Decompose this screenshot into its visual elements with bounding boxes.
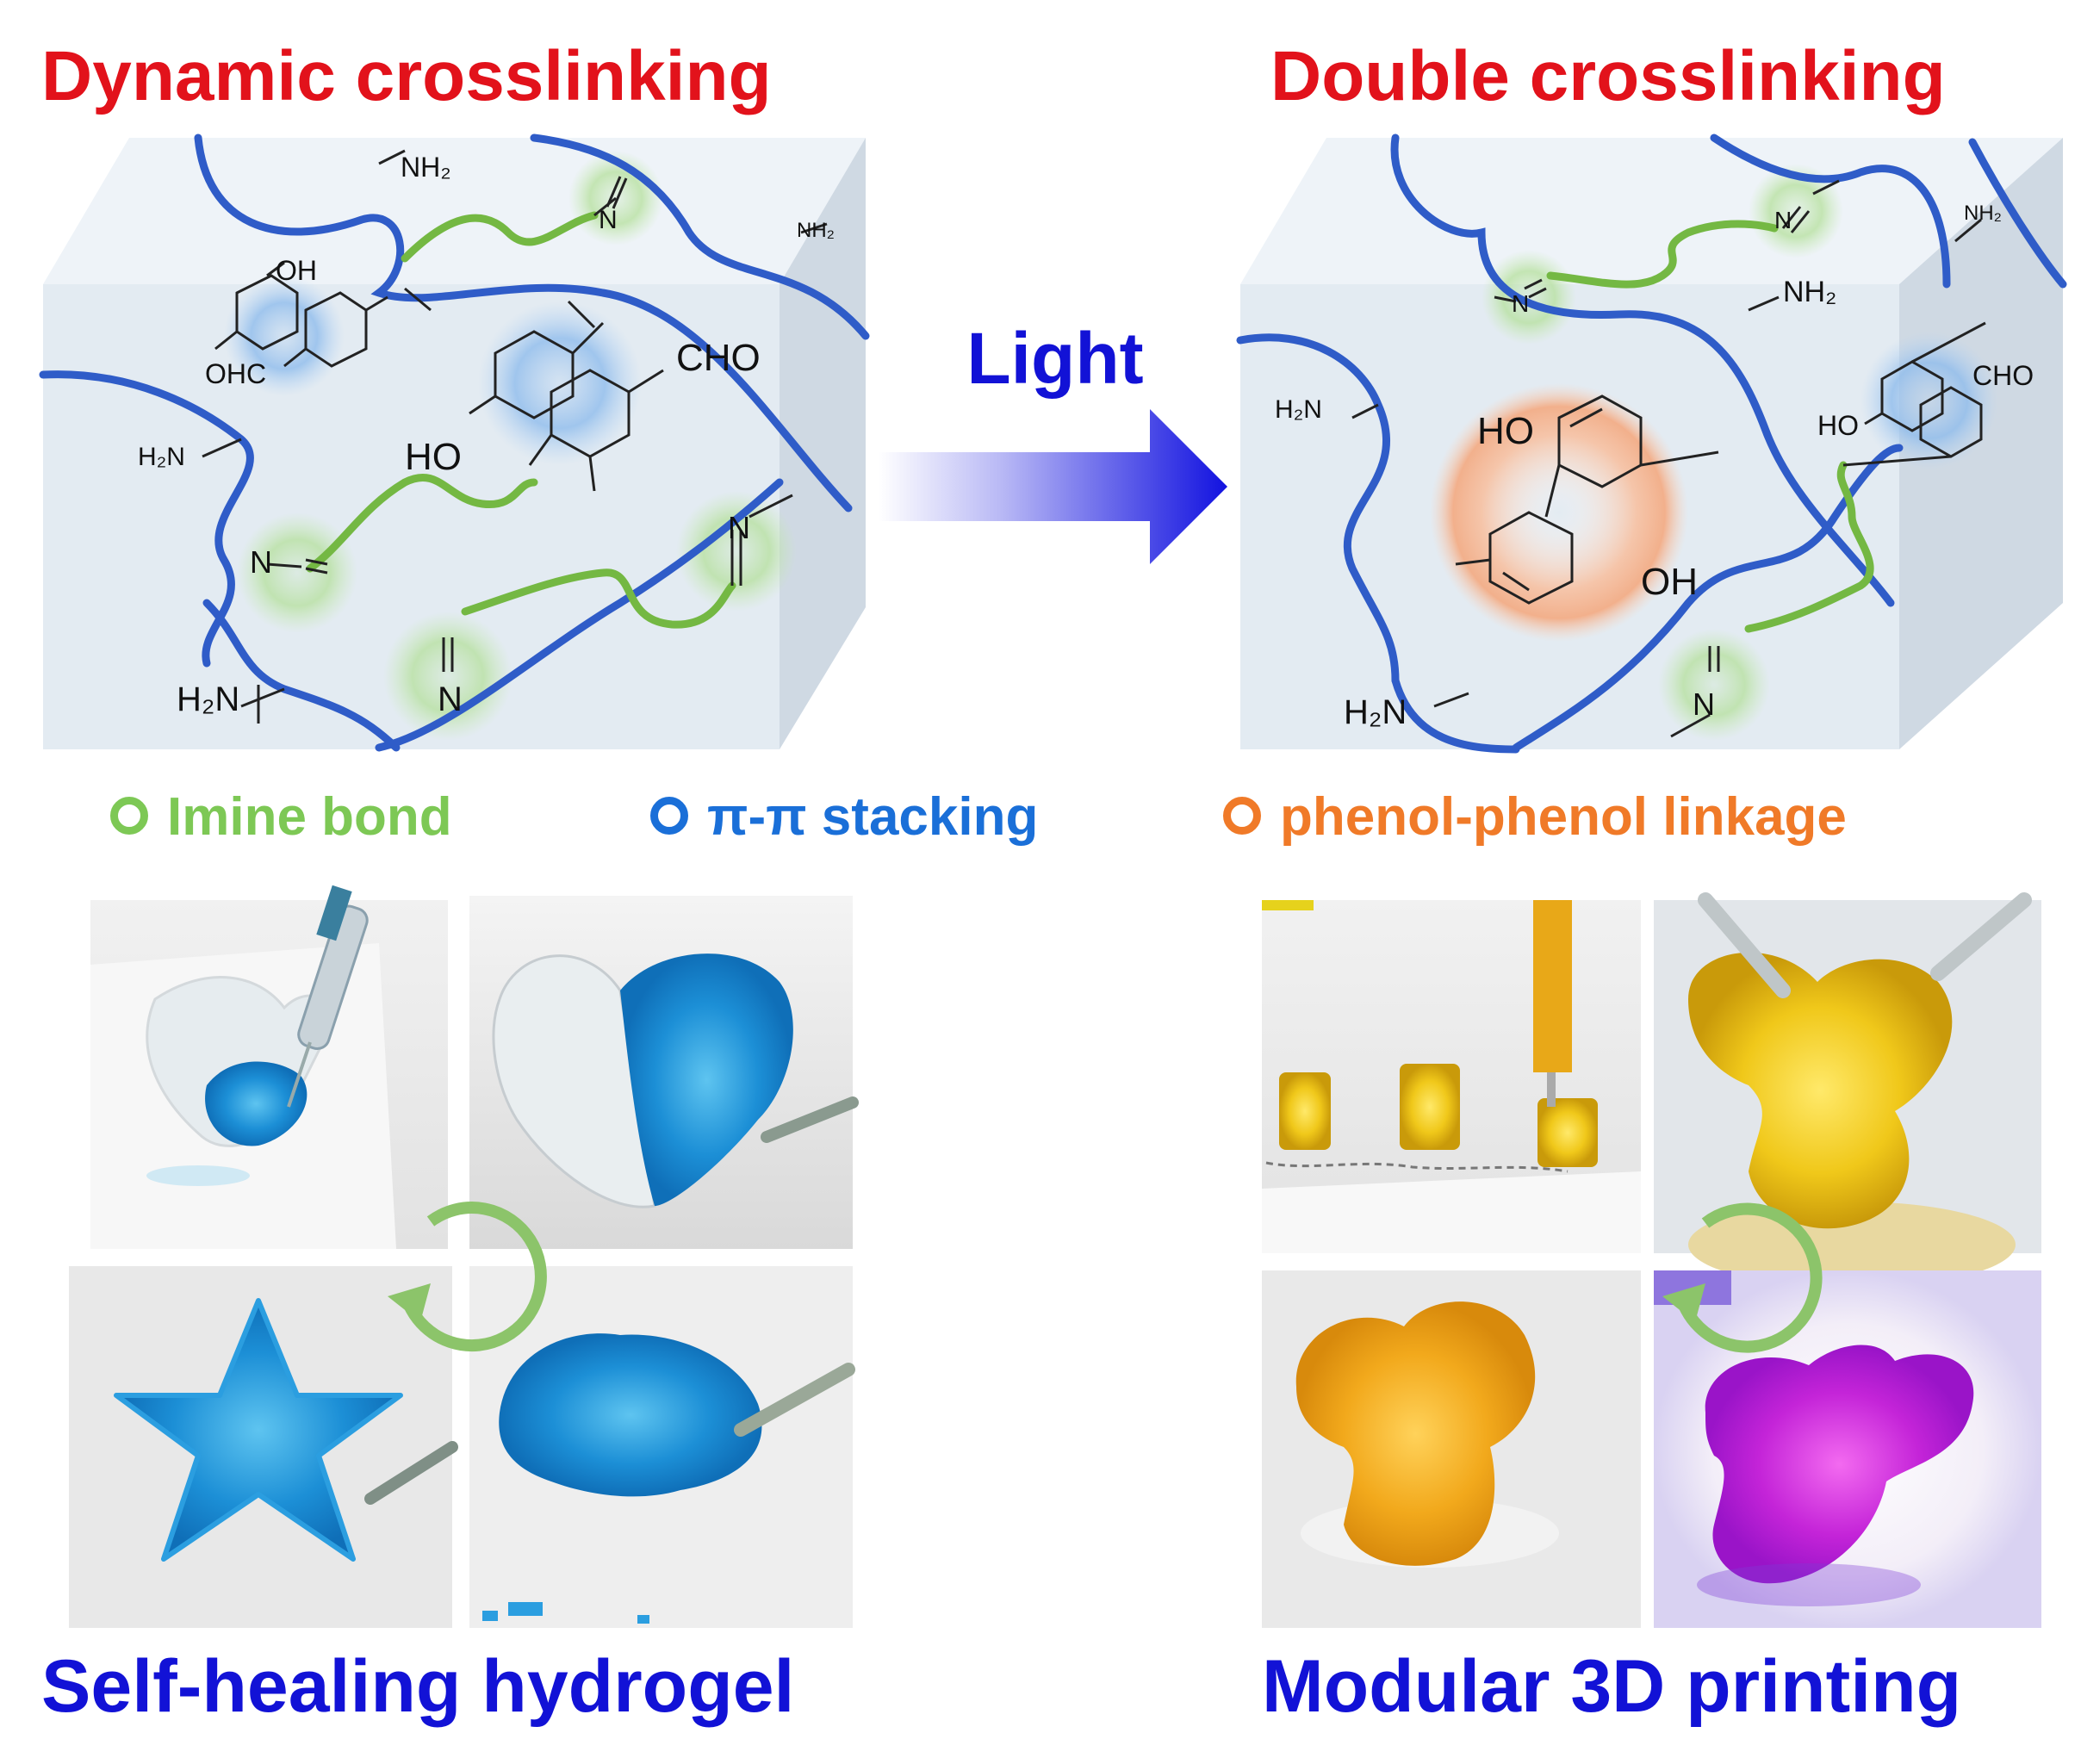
photo-blob-gel: [469, 1266, 855, 1628]
double-crosslinking-cube: N N NH₂ NH₂ H₂N HO OH CHO HO N H₂N: [1236, 134, 2067, 754]
label-oh: OH: [276, 255, 317, 286]
photo-heart-healed: [469, 896, 859, 1249]
label-n: N: [438, 680, 463, 718]
label-ho: HO: [1477, 410, 1534, 452]
phenol-linkage-halo: [1430, 383, 1688, 642]
label-ho: HO: [1817, 410, 1859, 441]
imine-linker: [461, 568, 736, 629]
label-ohc: OHC: [205, 358, 266, 389]
label-h2n: H₂N: [1344, 693, 1407, 731]
polymer-chain: [1236, 333, 1400, 685]
polymer-chain: [39, 370, 254, 668]
imine-linker: [1546, 220, 1779, 289]
imine-linker: [1744, 461, 1874, 633]
cycle-arrow-icon: [1662, 1202, 1823, 1353]
photo-heart-healing: [90, 885, 448, 1249]
pi-stacking-halo: [478, 301, 642, 465]
blue-ring-icon: [650, 796, 688, 835]
legend-imine-bond: Imine bond: [110, 791, 452, 844]
title-dynamic-crosslinking: Dynamic crosslinking: [41, 37, 772, 115]
photo-printed-bear-purple: [1654, 1270, 2041, 1628]
label-n: N: [1512, 290, 1529, 317]
printing-photo-grid: [1262, 892, 2041, 1628]
polymer-chain: [194, 134, 853, 512]
polymer-chain: [1390, 134, 1895, 607]
label-h2n: H₂N: [177, 680, 239, 718]
imine-halo: [383, 612, 512, 741]
photo-printed-bear-yellow: [1654, 892, 2041, 1288]
label-h2n: H₂N: [138, 443, 185, 471]
label-h2n: H₂N: [1275, 395, 1322, 424]
label-n: N: [1693, 686, 1715, 722]
label-n: N: [728, 510, 750, 545]
photo-printed-bear-orange: [1262, 1270, 1641, 1628]
label-n: N: [1774, 207, 1792, 233]
polymer-chain: [375, 478, 784, 752]
polymer-chain: [1512, 444, 1904, 752]
polymer-chain: [1391, 676, 1520, 754]
light-arrow: Light: [879, 318, 1227, 564]
label-nh2: NH₂: [1964, 202, 2002, 225]
label-nh2: NH₂: [797, 219, 835, 242]
legend-label: phenol-phenol linkage: [1280, 787, 1847, 847]
label-nh2: NH₂: [401, 152, 451, 183]
imine-halo: [1658, 629, 1770, 741]
title-self-healing-hydrogel: Self-healing hydrogel: [41, 1645, 795, 1728]
orange-ring-icon: [1223, 796, 1261, 835]
photo-star-gel: [69, 1266, 458, 1628]
legend-label: Imine bond: [167, 787, 452, 847]
self-healing-photo-grid: [69, 885, 859, 1628]
green-ring-icon: [110, 796, 148, 835]
label-cho: CHO: [1972, 360, 2034, 391]
arrow-label: Light: [966, 318, 1143, 399]
legend-label: π-π stacking: [707, 787, 1039, 847]
imine-halo: [676, 491, 797, 612]
dynamic-crosslinking-cube: NH₂ NH₂ N OH OHC CHO HO H₂N N N N H₂N: [39, 134, 870, 752]
label-ho: HO: [405, 436, 462, 478]
imine-linker: [401, 211, 599, 263]
cube-left-top-face: [43, 138, 866, 284]
label-nh2: NH₂: [1783, 276, 1836, 308]
polymer-chain: [1710, 134, 1951, 289]
polymer-chain: [530, 134, 870, 340]
label-n: N: [250, 544, 272, 580]
legend-pi-stacking: π-π stacking: [650, 791, 1038, 844]
imine-linker: [306, 474, 538, 573]
photo-printing-columns: [1262, 900, 1641, 1253]
title-modular-3d-printing: Modular 3D printing: [1262, 1645, 1962, 1728]
title-double-crosslinking: Double crosslinking: [1270, 37, 1946, 115]
polymer-chain: [1968, 138, 2067, 289]
label-cho: CHO: [676, 337, 761, 379]
label-n: N: [599, 206, 618, 234]
cycle-arrow-icon: [388, 1202, 547, 1352]
imine-halo: [237, 512, 357, 633]
label-oh: OH: [1641, 561, 1698, 603]
legend-phenol-linkage: phenol-phenol linkage: [1223, 791, 1847, 844]
